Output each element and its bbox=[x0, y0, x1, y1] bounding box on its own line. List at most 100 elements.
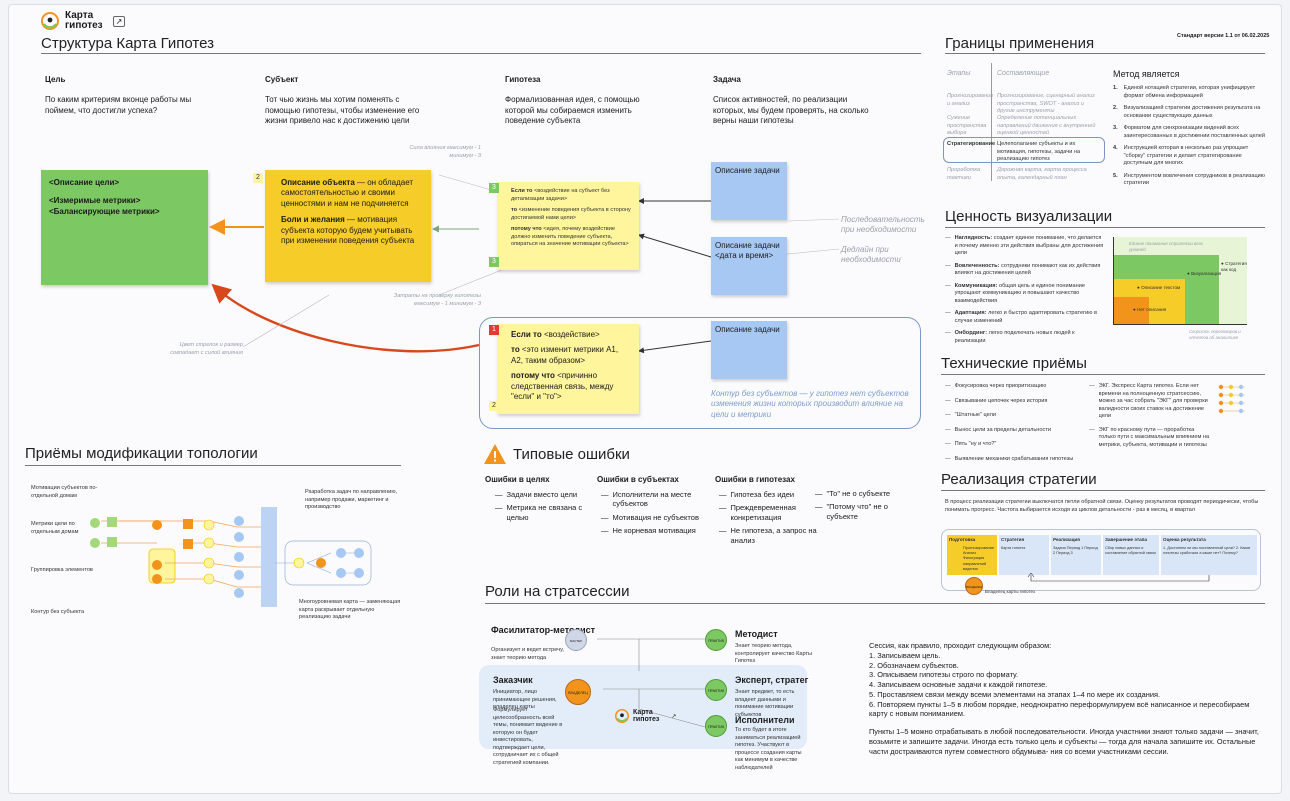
task-card-2[interactable]: Описание задачи <дата и время> bbox=[711, 237, 787, 295]
errors-subjects-title: Ошибки в субъектах bbox=[597, 475, 679, 484]
badge-owner: ВЛАДЕЛЕЦ bbox=[565, 679, 591, 705]
logo-icon bbox=[41, 12, 59, 30]
errors-title: Типовые ошибки bbox=[513, 446, 630, 463]
col-goal: Цель По каким критериям вконце работы мы… bbox=[45, 75, 205, 116]
session-step: 4. Записываем основные задачи к каждой г… bbox=[869, 680, 1048, 690]
errors-extra-item: "Потому что" не о субъекте bbox=[815, 502, 905, 521]
session-step: 6. Повторяем пункты 1–5 в любом порядке,… bbox=[869, 699, 1250, 719]
method-item: Инструментом вовлечения сотрудников в ре… bbox=[1123, 172, 1265, 187]
errors-hypotheses-item: Преждевременная конкретизация bbox=[719, 503, 825, 522]
tech-mini-diagram bbox=[1218, 384, 1245, 414]
tech-item: Фокусировка через приоритизацию bbox=[945, 383, 1085, 391]
value-rule bbox=[945, 227, 1265, 228]
realize-step-text: Прогнозирование Анализ Фильтрация направ… bbox=[963, 546, 995, 571]
goal-card[interactable]: <Описание цели> <Измеримые метрики> <Бал… bbox=[41, 170, 208, 285]
hyp2-if-text: <воздействие> bbox=[541, 330, 600, 339]
logo-line2: гипотез bbox=[65, 20, 103, 31]
session-step: 1. Записываем цель. bbox=[869, 650, 941, 660]
bounds-comp: Дорожная карта, карта процесса опыта, ка… bbox=[997, 167, 1087, 181]
note-cost: Затраты на проверку гипотезы максимум - … bbox=[393, 293, 481, 307]
subject-object-text: — он обладает самостоятельностью и своим… bbox=[281, 178, 414, 208]
structure-arrows bbox=[209, 174, 840, 354]
topology-label-group: Группировка элементов bbox=[31, 567, 93, 573]
value-item-label: Коммуникация: bbox=[954, 282, 998, 289]
hypothesis-card[interactable]: Если то <воздействие на субъект без дета… bbox=[497, 182, 639, 270]
bounds-divider bbox=[991, 63, 992, 181]
errors-col-goals: Ошибки в целях Задачи вместо цели Метрик… bbox=[485, 475, 605, 526]
note-deadline: Дедлайн при необходимости bbox=[841, 245, 901, 265]
hyp2-because-text: <причинно следственная связь, между "есл… bbox=[511, 371, 614, 401]
roles-logo: Карта гипотез ↗ bbox=[615, 709, 676, 723]
external-link-icon[interactable]: ↗ bbox=[671, 713, 677, 720]
role-executors-title: Исполнители bbox=[735, 715, 795, 725]
goal-card-line3: <Балансирующие метрики> bbox=[49, 206, 160, 216]
note-power: Сила влияния максимум - 1 минимум - 3 bbox=[409, 145, 481, 159]
value-item-label: Наглядность: bbox=[954, 235, 993, 241]
errors-subjects-item: Исполнители на месте субъектов bbox=[601, 490, 717, 509]
bounds-stages-header: Этапы bbox=[947, 70, 971, 77]
value-item-label: Адаптация: bbox=[954, 310, 987, 317]
method-list: 1.Единой нотацией стратегии, которая уни… bbox=[1113, 85, 1265, 187]
task-card-3[interactable]: Описание задачи bbox=[711, 321, 787, 379]
col-subject-title: Субъект bbox=[265, 75, 299, 84]
topology-rule bbox=[25, 465, 401, 466]
role-customer-title: Заказчик bbox=[493, 675, 533, 685]
col-task: Задача Список активностей, по реализации… bbox=[713, 75, 873, 127]
col-hypothesis-title: Гипотеза bbox=[505, 75, 541, 84]
value-item-text: создает единое понимание, что делается и… bbox=[954, 235, 1104, 257]
realize-step-strategy[interactable]: Стратегия Карта гипотез bbox=[999, 535, 1049, 575]
realize-step-evaluate[interactable]: Оценка результата 1. Достигнем ли мы пос… bbox=[1161, 535, 1257, 575]
realize-title: Реализация стратегии bbox=[941, 471, 1097, 488]
realize-step-text: Задачи Период 1 Период 2 Период 3 bbox=[1053, 546, 1098, 556]
method-item: Инструкцией которая в несколько раз упро… bbox=[1123, 145, 1249, 167]
session-step: 5. Проставляем связи между всеми элемент… bbox=[869, 689, 1161, 699]
bounds-title: Границы применения bbox=[945, 35, 1095, 52]
realize-owner-label: Владелец карты гипотез bbox=[985, 589, 1035, 594]
topology-label-motivation: Мотивации субъектов по-отдельной домам bbox=[31, 485, 98, 499]
errors-subjects-item: Мотивация не субъектов bbox=[601, 513, 717, 522]
value-matrix: ● Стратегия как код ● Визуализация ● Опи… bbox=[1113, 237, 1247, 340]
bounds-stage: Сужение пространства выбора bbox=[947, 115, 987, 137]
role-facilitator-title: Фасилитатор-методист bbox=[491, 625, 596, 635]
realize-step-title: Реализация bbox=[1053, 537, 1080, 542]
session-lead: Сессия, как правило, проходит следующим … bbox=[869, 641, 1052, 650]
role-methodist-title: Методист bbox=[735, 629, 778, 639]
version-label: Стандарт версии 1.1 от 06.02.2025 bbox=[1177, 33, 1270, 39]
value-item-text: сотрудники понимают как их действия влия… bbox=[954, 262, 1101, 277]
session-step: 3. Описываем гипотезы строго по формату. bbox=[869, 670, 1019, 680]
realize-rule bbox=[941, 490, 1265, 491]
realize-step-prepare[interactable]: Подготовка Прогнозирование Анализ Фильтр… bbox=[947, 535, 997, 575]
badge-practitioner: ПРАКТИК bbox=[705, 629, 727, 651]
hyp-cost-badge: 3 bbox=[489, 257, 499, 267]
col-task-desc: Список активностей, по реализации которы… bbox=[713, 95, 869, 126]
tech-title: Технические приёмы bbox=[941, 355, 1087, 372]
hyp-because-text: <идея, почему воздействие должно изменит… bbox=[511, 226, 629, 248]
matrix-y-axis bbox=[1113, 237, 1114, 325]
tech-item: ЭКГ. Экспресс Карта гипотез. Если нет вр… bbox=[1089, 383, 1213, 421]
realize-step-execution[interactable]: Реализация Задачи Период 1 Период 2 Пери… bbox=[1051, 535, 1101, 575]
external-link-icon[interactable]: ↗ bbox=[112, 15, 126, 27]
roles-title: Роли на стратсессии bbox=[485, 583, 630, 600]
matrix-point-4: ● Нет описания bbox=[1133, 307, 1167, 312]
role-expert-desc: Знает предмет, то есть владеет данными и… bbox=[735, 689, 795, 718]
bounds-comp-active: Целеполагание субъекты и их мотивация, г… bbox=[997, 141, 1081, 163]
role-methodist-desc: Знает теорию метода, контролирует качест… bbox=[735, 643, 813, 665]
matrix-x-axis bbox=[1113, 324, 1247, 325]
subject-card[interactable]: Описание объекта — он обладает самостоят… bbox=[265, 170, 431, 282]
roles-connectors bbox=[597, 638, 706, 728]
logo[interactable]: Карта гипотез ↗ bbox=[41, 11, 126, 31]
badge-practitioner: ПРАКТИК bbox=[705, 679, 727, 701]
hyp-if-text: <воздействие на субъект без детализации … bbox=[511, 188, 610, 202]
warning-icon bbox=[484, 444, 506, 464]
task-card-1[interactable]: Описание задачи bbox=[711, 162, 787, 220]
errors-subjects-item: Не корневая мотивация bbox=[601, 526, 717, 535]
topology-label-tasks: Разработка задач по направлению, наприме… bbox=[305, 489, 398, 511]
tech-right-list: ЭКГ. Экспресс Карта гипотез. Если нет вр… bbox=[1089, 383, 1213, 449]
tech-item: ЭКГ по красному пути — проработка только… bbox=[1089, 427, 1213, 450]
subject-pains-label: Боли и желания bbox=[281, 215, 345, 225]
tech-rule bbox=[941, 374, 1265, 375]
hyp2-then-label: то bbox=[511, 345, 520, 355]
bounds-stage: Прогнозирование и анализ bbox=[947, 93, 994, 107]
realize-step-finish[interactable]: Завершение этапа Сбор новых данных и сос… bbox=[1103, 535, 1159, 575]
hypothesis-card-2[interactable]: Если то <воздействие> то <это изменит ме… bbox=[497, 324, 639, 414]
